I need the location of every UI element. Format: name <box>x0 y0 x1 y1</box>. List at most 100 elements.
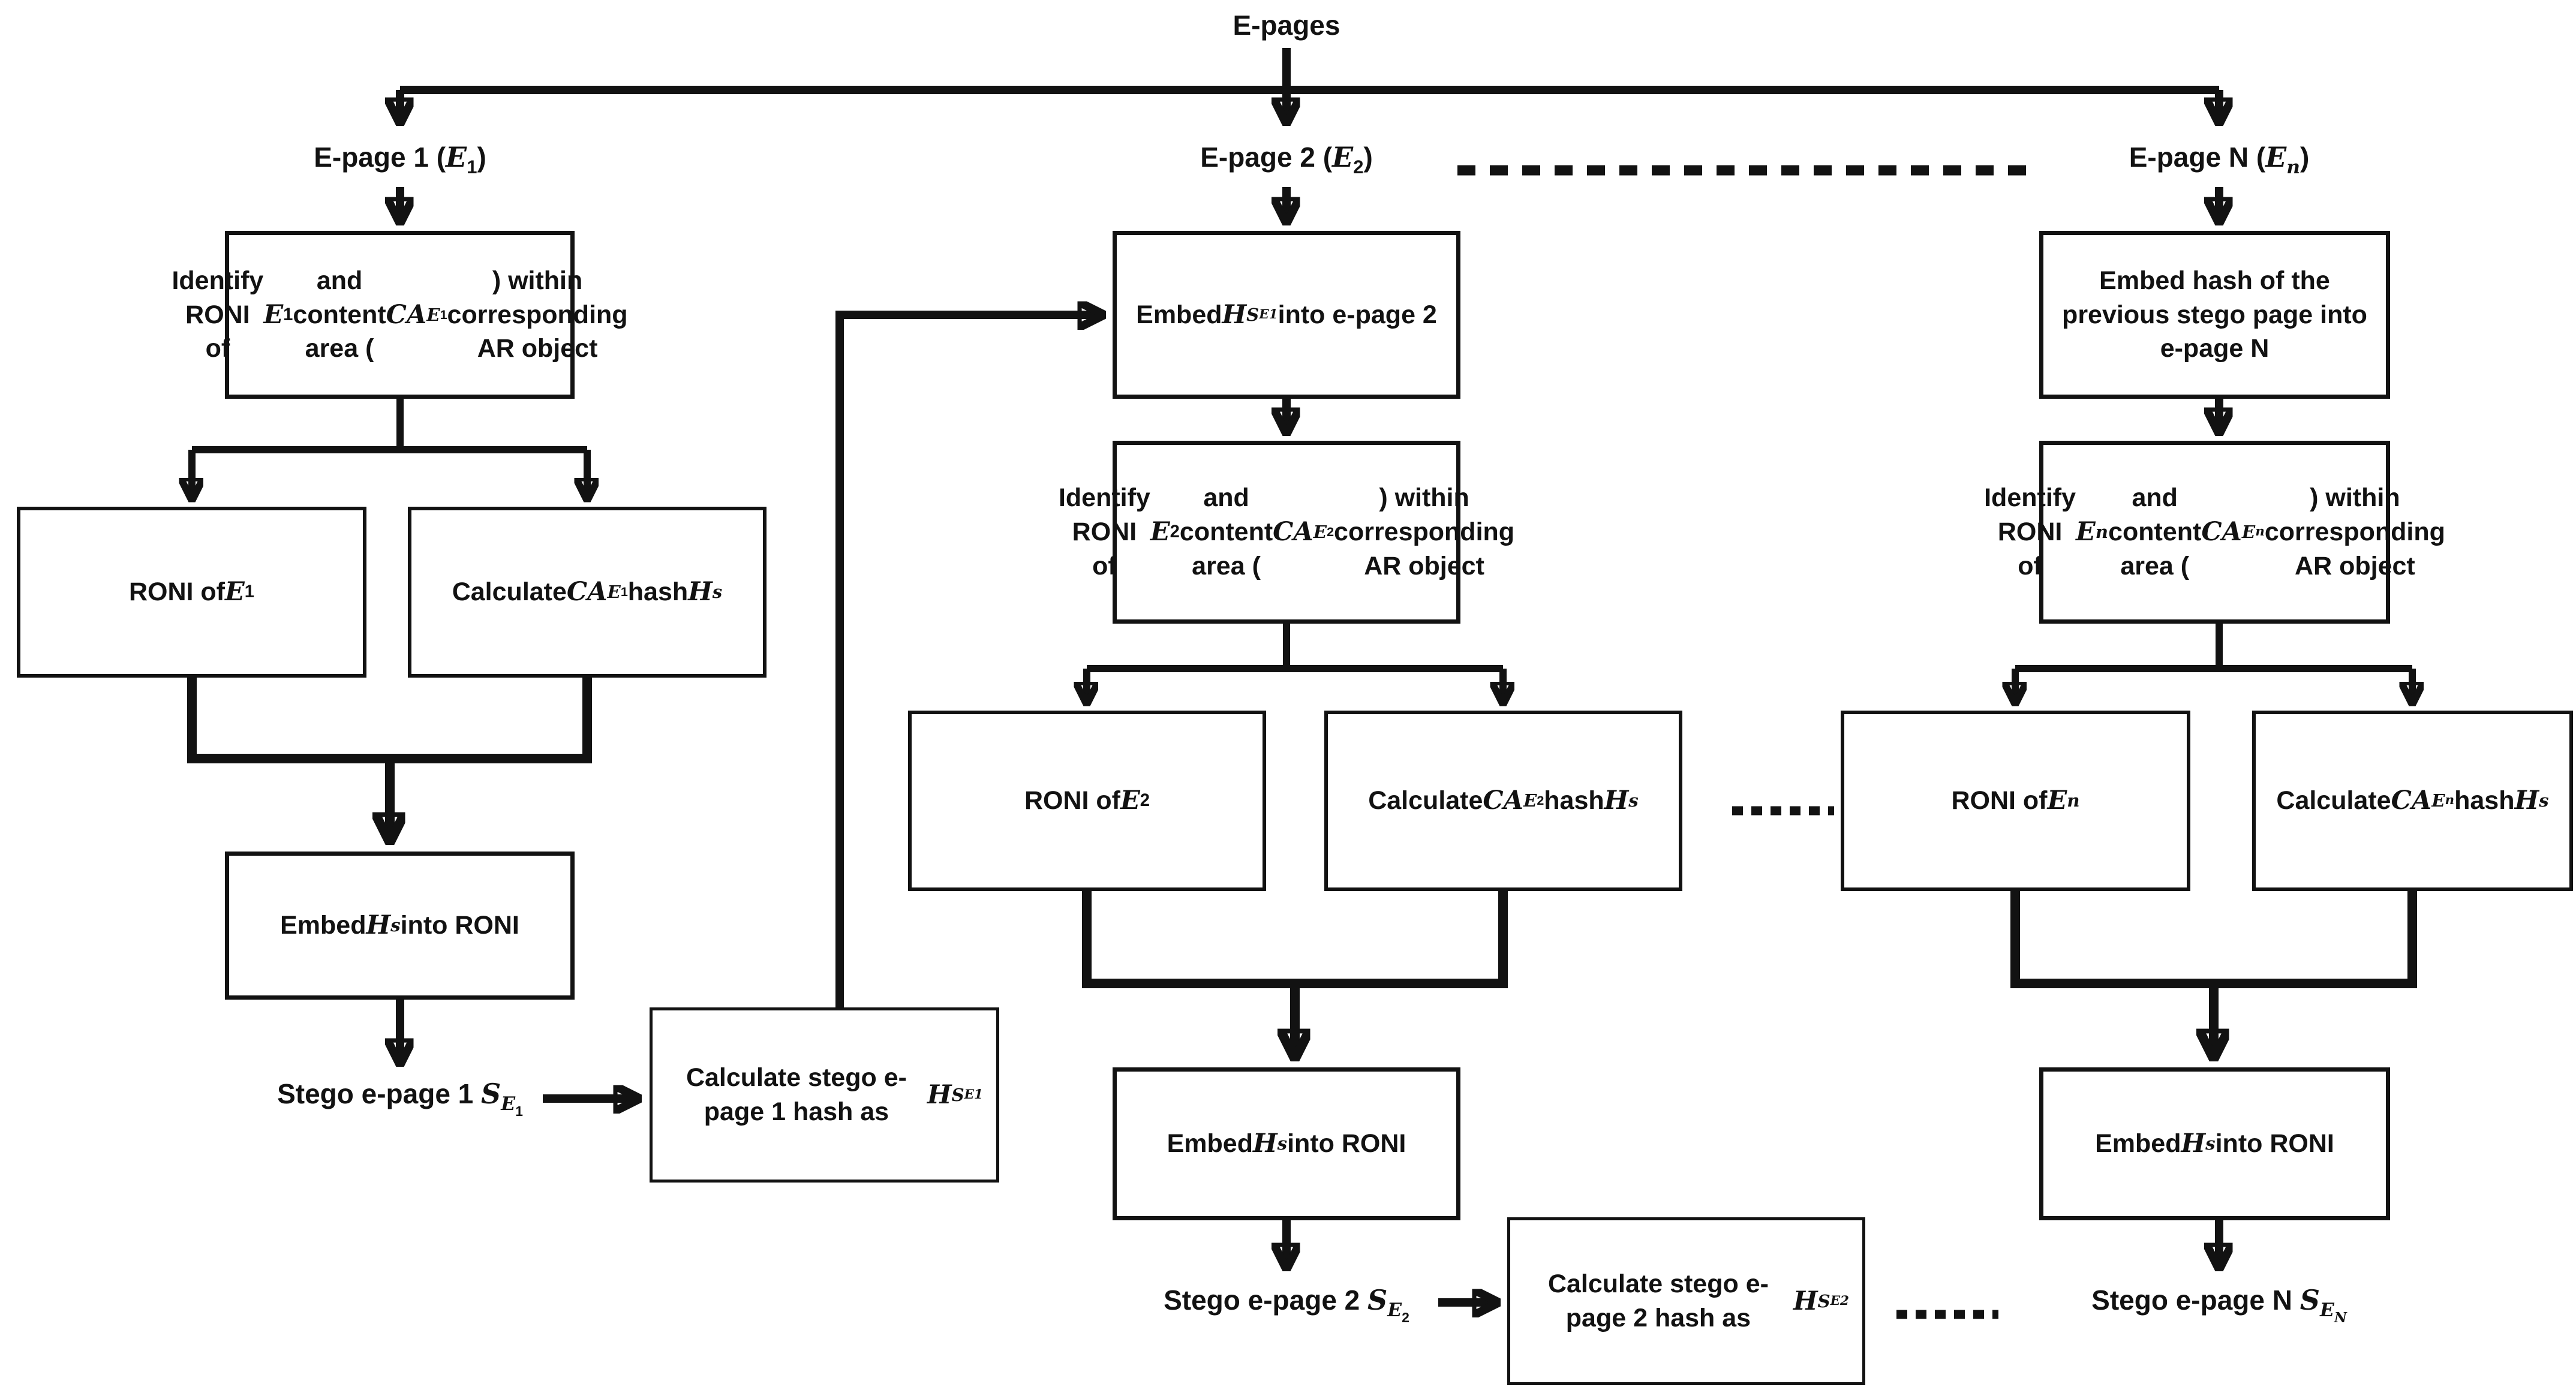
label-segment: CA <box>566 577 608 607</box>
label-segment: H <box>1793 1286 1818 1316</box>
label-segment: S <box>951 1084 964 1105</box>
label-segment: H <box>366 910 391 941</box>
label-segment: S <box>1817 1290 1830 1311</box>
label-segment: into RONI <box>2215 1129 2334 1159</box>
split-col3 <box>2015 624 2412 672</box>
merge-col3 <box>2010 891 2417 988</box>
label-segment: n <box>2445 793 2455 808</box>
label-segment: Identify RONI of <box>1058 483 1150 580</box>
label-segment: E <box>2319 1299 2334 1321</box>
label-segment: H <box>1604 786 1629 816</box>
label-epage-n: E-page N (En) <box>2129 141 2310 178</box>
label-segment: 1 <box>283 305 293 324</box>
label-segment: s <box>2539 790 2549 811</box>
label-segment: RONI of <box>1951 786 2048 816</box>
label-segment: CA <box>2201 517 2242 547</box>
label-segment: s <box>1628 790 1639 811</box>
label-segment: n <box>2286 156 2300 178</box>
label-segment: E <box>1523 790 1537 811</box>
label-stego-epage-1: Stego e-page 1 SE1 <box>277 1078 523 1120</box>
label-segment: Identify RONI of <box>1984 483 2076 580</box>
label-segment: E <box>2047 786 2067 816</box>
label-segment: Identify RONI of <box>172 266 264 363</box>
label-segment: and content area ( <box>2108 483 2202 580</box>
label-segment: E-pages <box>1233 10 1340 41</box>
label-segment: S <box>1246 304 1260 325</box>
label-segment: S <box>481 1078 501 1111</box>
label-segment: Stego e-page N <box>2091 1284 2300 1316</box>
label-segment: Embed <box>1167 1129 1253 1159</box>
merge-col2 <box>1082 891 1508 988</box>
label-segment: ) <box>1363 142 1373 173</box>
label-segment: hash <box>1544 786 1604 816</box>
label-segment: 2 <box>1402 1309 1409 1325</box>
label-segment: E <box>1332 141 1354 174</box>
label-segment: 2 <box>1140 791 1150 811</box>
label-segment: 1 <box>467 156 477 177</box>
label-segment: 2 <box>1353 156 1364 177</box>
label-segment: S <box>2300 1284 2320 1317</box>
label-segment: RONI of <box>1024 786 1120 816</box>
label-segment: E <box>2241 522 2256 543</box>
connector-calcstego1-to-embed2 <box>835 315 1104 1007</box>
label-segment: CA <box>2391 786 2432 816</box>
label-segment: hash <box>627 577 689 607</box>
label-segment: 1 <box>244 582 255 602</box>
label-segment: 2 <box>1170 522 1180 542</box>
label-segment: ) within corresponding AR object <box>1334 483 1515 580</box>
label-segment: and content area ( <box>1179 483 1273 580</box>
label-segment: n <box>2067 790 2080 811</box>
label-segment: S <box>1367 1284 1388 1317</box>
label-segment: E <box>263 299 284 330</box>
split-col2 <box>1087 624 1503 672</box>
label-segment: into RONI <box>1287 1129 1406 1159</box>
label-segment: 2 <box>1537 793 1544 808</box>
label-segment: CA <box>386 299 427 330</box>
label-segment: Calculate <box>452 577 567 607</box>
label-epage-2: E-page 2 (E2) <box>1200 141 1373 178</box>
label-segment: ) <box>477 142 486 173</box>
label-segment: Calculate <box>1368 786 1483 816</box>
label-epage-1: E-page 1 (E1) <box>314 141 486 178</box>
label-segment: E2 <box>1830 1293 1849 1308</box>
label-segment: s <box>390 915 401 936</box>
label-segment: E <box>2265 141 2287 174</box>
label-segment: E <box>2431 790 2445 811</box>
label-segment: 1 <box>440 307 447 322</box>
label-segment: H <box>2514 786 2539 816</box>
label-segment: Embed hash of the previous stego page in… <box>2062 266 2367 363</box>
label-segment: E <box>2076 517 2096 547</box>
label-segment: s <box>2205 1133 2216 1154</box>
label-segment: and content area ( <box>293 266 386 363</box>
label-segment: E <box>607 582 621 603</box>
label-segment: H <box>927 1079 952 1110</box>
label-segment: H <box>1253 1129 1278 1159</box>
label-segment: 2 <box>1327 525 1334 540</box>
label-segment: ) <box>2300 142 2310 173</box>
label-segment: E <box>1387 1299 1402 1321</box>
label-segment: Embed <box>2095 1129 2181 1159</box>
label-epages: E-pages <box>1233 9 1340 41</box>
label-segment: H <box>688 577 713 607</box>
label-segment: Stego e-page 2 <box>1164 1284 1368 1316</box>
label-segment: 1 <box>620 585 628 600</box>
node-embed-prev-stego-hash: Embed hash of the previous stego page in… <box>2039 231 2390 399</box>
label-segment: into e-page 2 <box>1278 300 1437 329</box>
label-segment: n <box>2095 522 2109 543</box>
label-segment: H <box>2181 1129 2206 1159</box>
label-segment: ) within corresponding AR object <box>2264 483 2445 580</box>
label-segment: Embed <box>280 911 366 940</box>
label-segment: H <box>1222 299 1247 330</box>
label-segment: E-page N ( <box>2129 142 2266 173</box>
merge-col1 <box>187 678 592 763</box>
